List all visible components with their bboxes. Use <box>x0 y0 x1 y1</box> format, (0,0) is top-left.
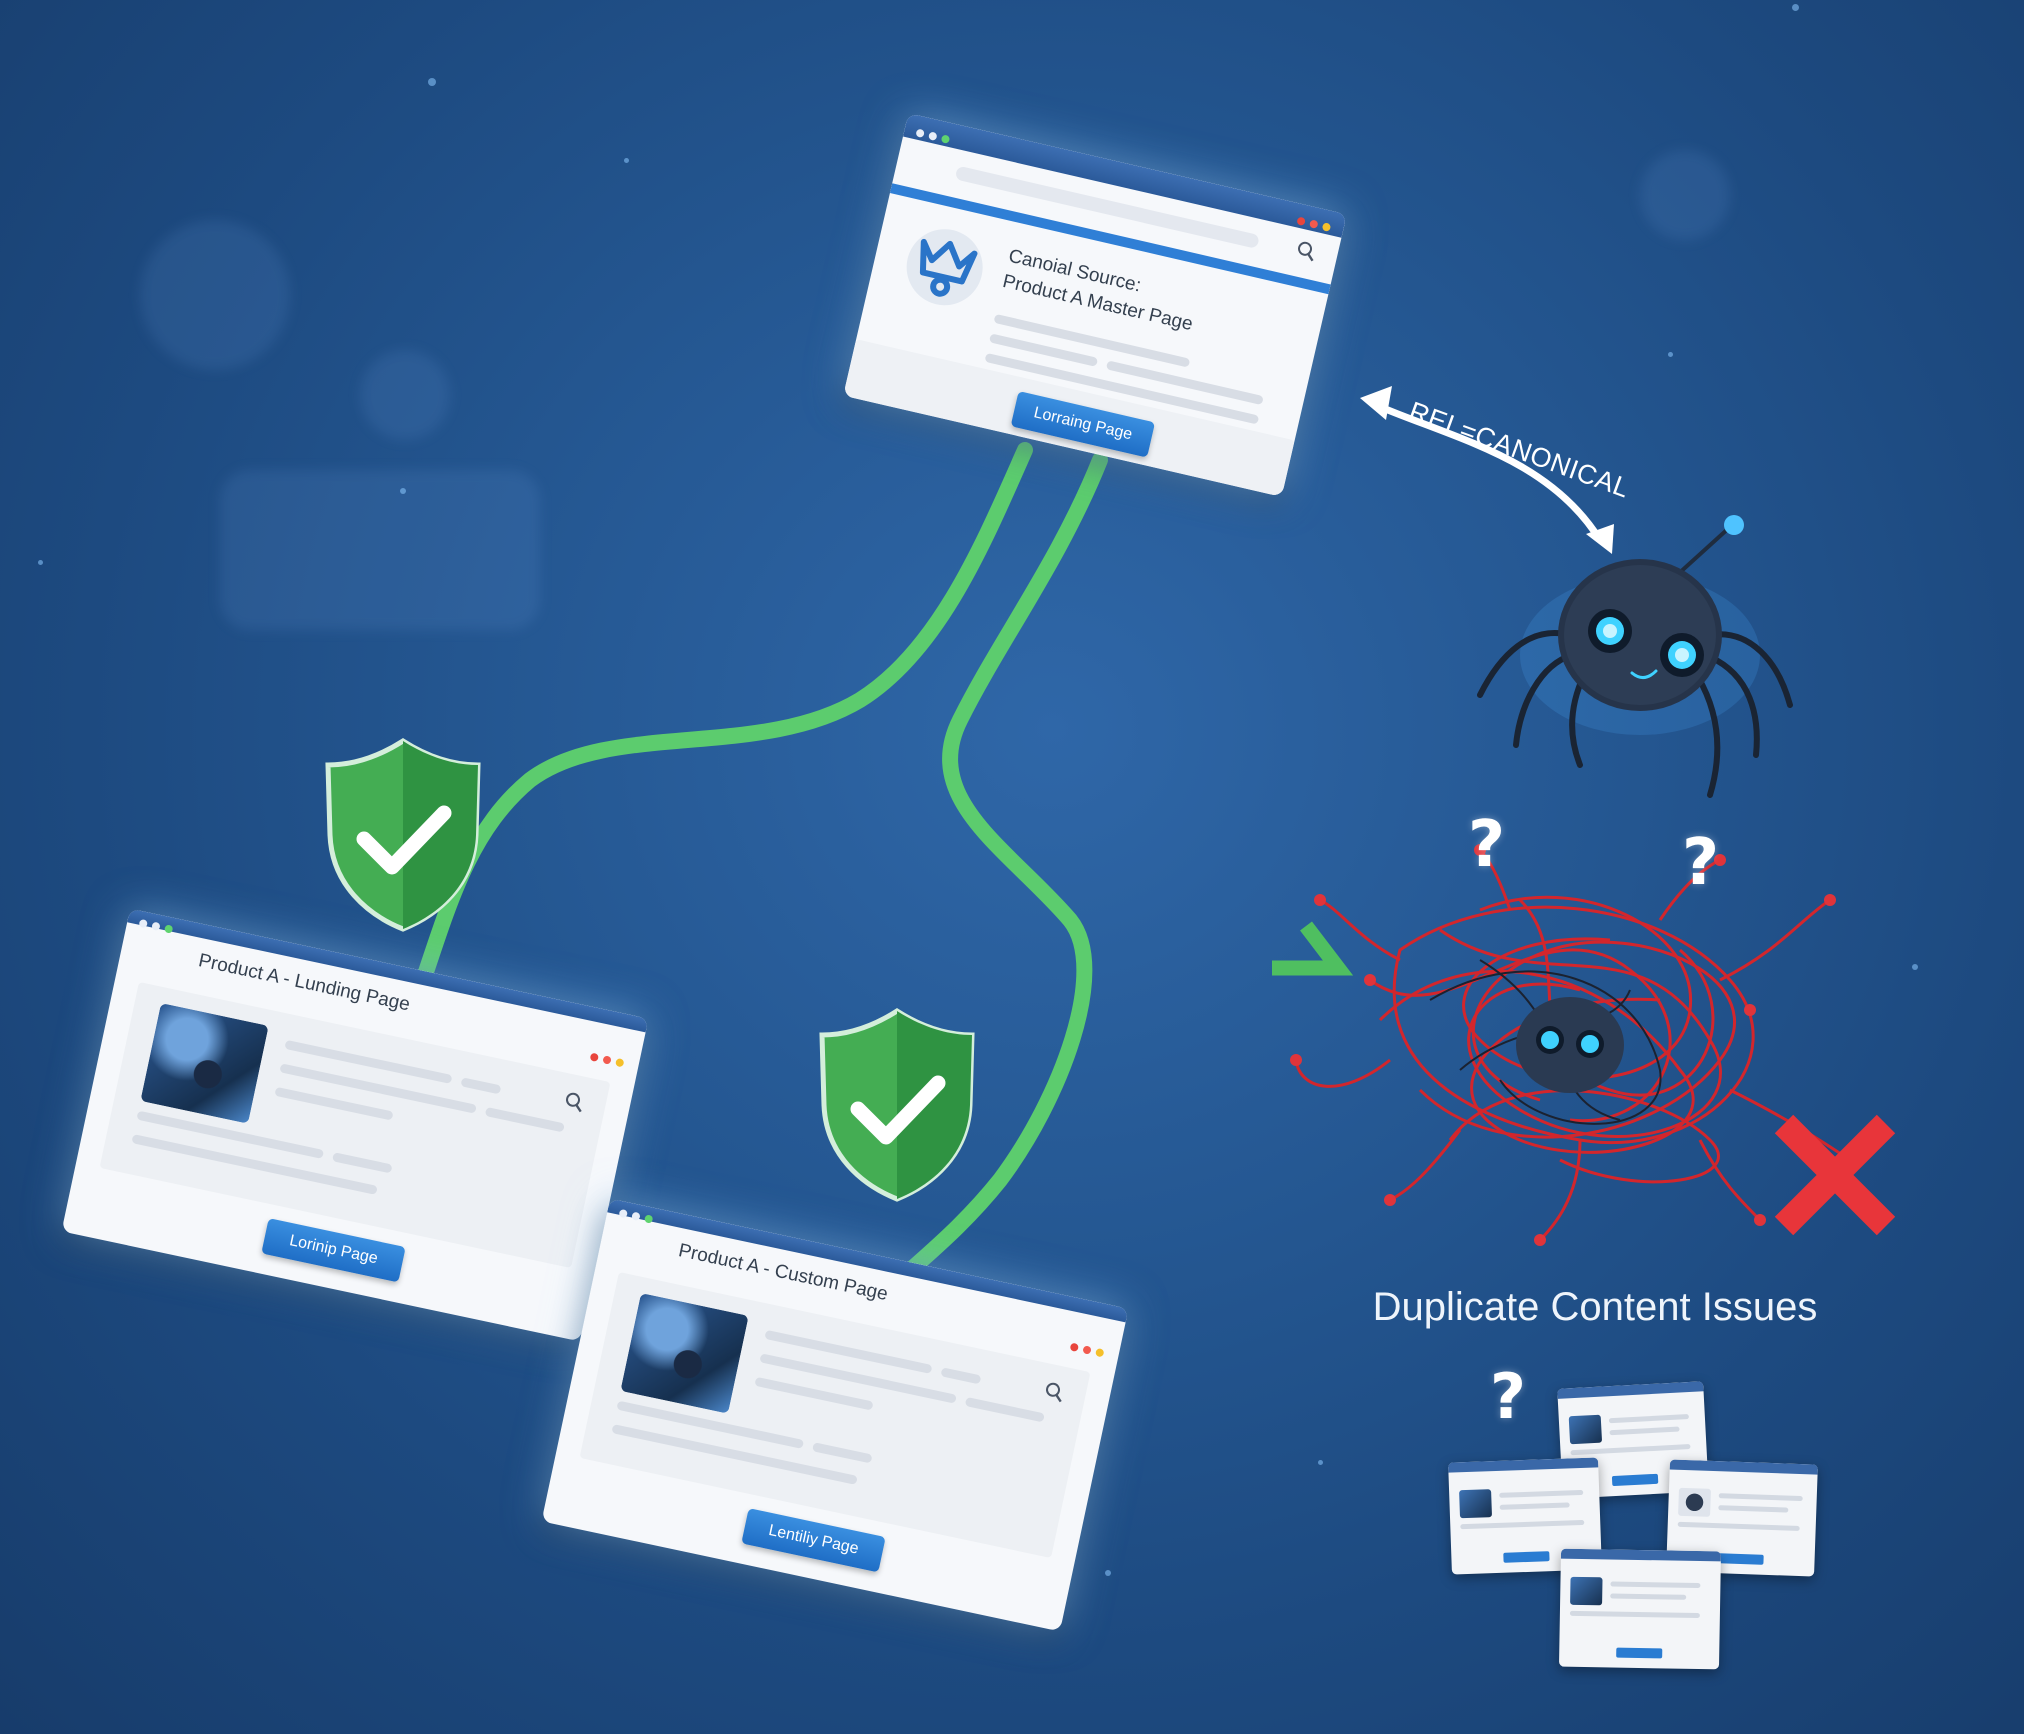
window-status-dots <box>589 1048 631 1074</box>
question-mark: ? <box>1490 1360 1526 1433</box>
connector-landing <box>420 450 1025 990</box>
crown-gear-icon <box>894 217 995 318</box>
search-icon[interactable] <box>562 1089 588 1115</box>
search-icon[interactable] <box>1042 1379 1068 1405</box>
question-mark: ? <box>1468 808 1505 882</box>
search-icon[interactable] <box>1293 238 1319 264</box>
window-controls <box>914 124 956 150</box>
spider-bot-icon <box>1460 505 1810 805</box>
duplicate-content-title: Duplicate Content Issues <box>1340 1285 1850 1330</box>
window-status-dots <box>1069 1338 1111 1364</box>
duplicate-page-thumbnail <box>1559 1549 1721 1670</box>
window-controls <box>617 1204 659 1230</box>
check-shield-icon <box>812 1005 982 1205</box>
check-shield-icon <box>318 735 488 935</box>
window-controls <box>137 914 179 940</box>
window-status-dots <box>1295 212 1337 238</box>
question-mark: ? <box>1682 826 1719 900</box>
red-x-icon <box>1770 1110 1900 1240</box>
